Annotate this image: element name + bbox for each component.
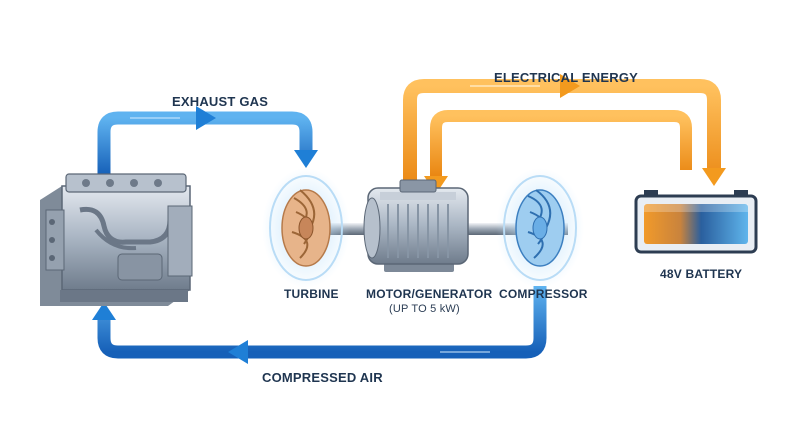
turbine-label: TURBINE [284,287,339,301]
motor-generator-icon [363,179,469,272]
battery-icon [634,190,758,254]
arrow-down-icon [702,168,726,186]
exhaust-gas-flow [97,106,318,175]
electrical-energy-flow [403,74,726,194]
arrow-right-icon [196,106,216,130]
electrical-energy-label: ELECTRICAL ENERGY [494,70,639,85]
compressed-air-label: COMPRESSED AIR [262,370,383,385]
motor-generator-sublabel: (UP TO 5 kW) [389,303,460,315]
compressor-label: COMPRESSOR [499,287,588,301]
compressor-icon [496,168,584,288]
turbine-icon [262,168,350,288]
exhaust-gas-label: EXHAUST GAS [172,94,269,109]
arrow-down-icon [294,150,318,168]
motor-generator-label: MOTOR/GENERATOR [366,287,493,301]
engine-icon [40,173,193,306]
arrow-up-icon [92,302,116,320]
battery-label: 48V BATTERY [660,267,743,281]
arrow-right-icon [560,74,580,98]
arrow-left-icon [228,340,248,364]
compressed-air-flow [92,286,547,364]
